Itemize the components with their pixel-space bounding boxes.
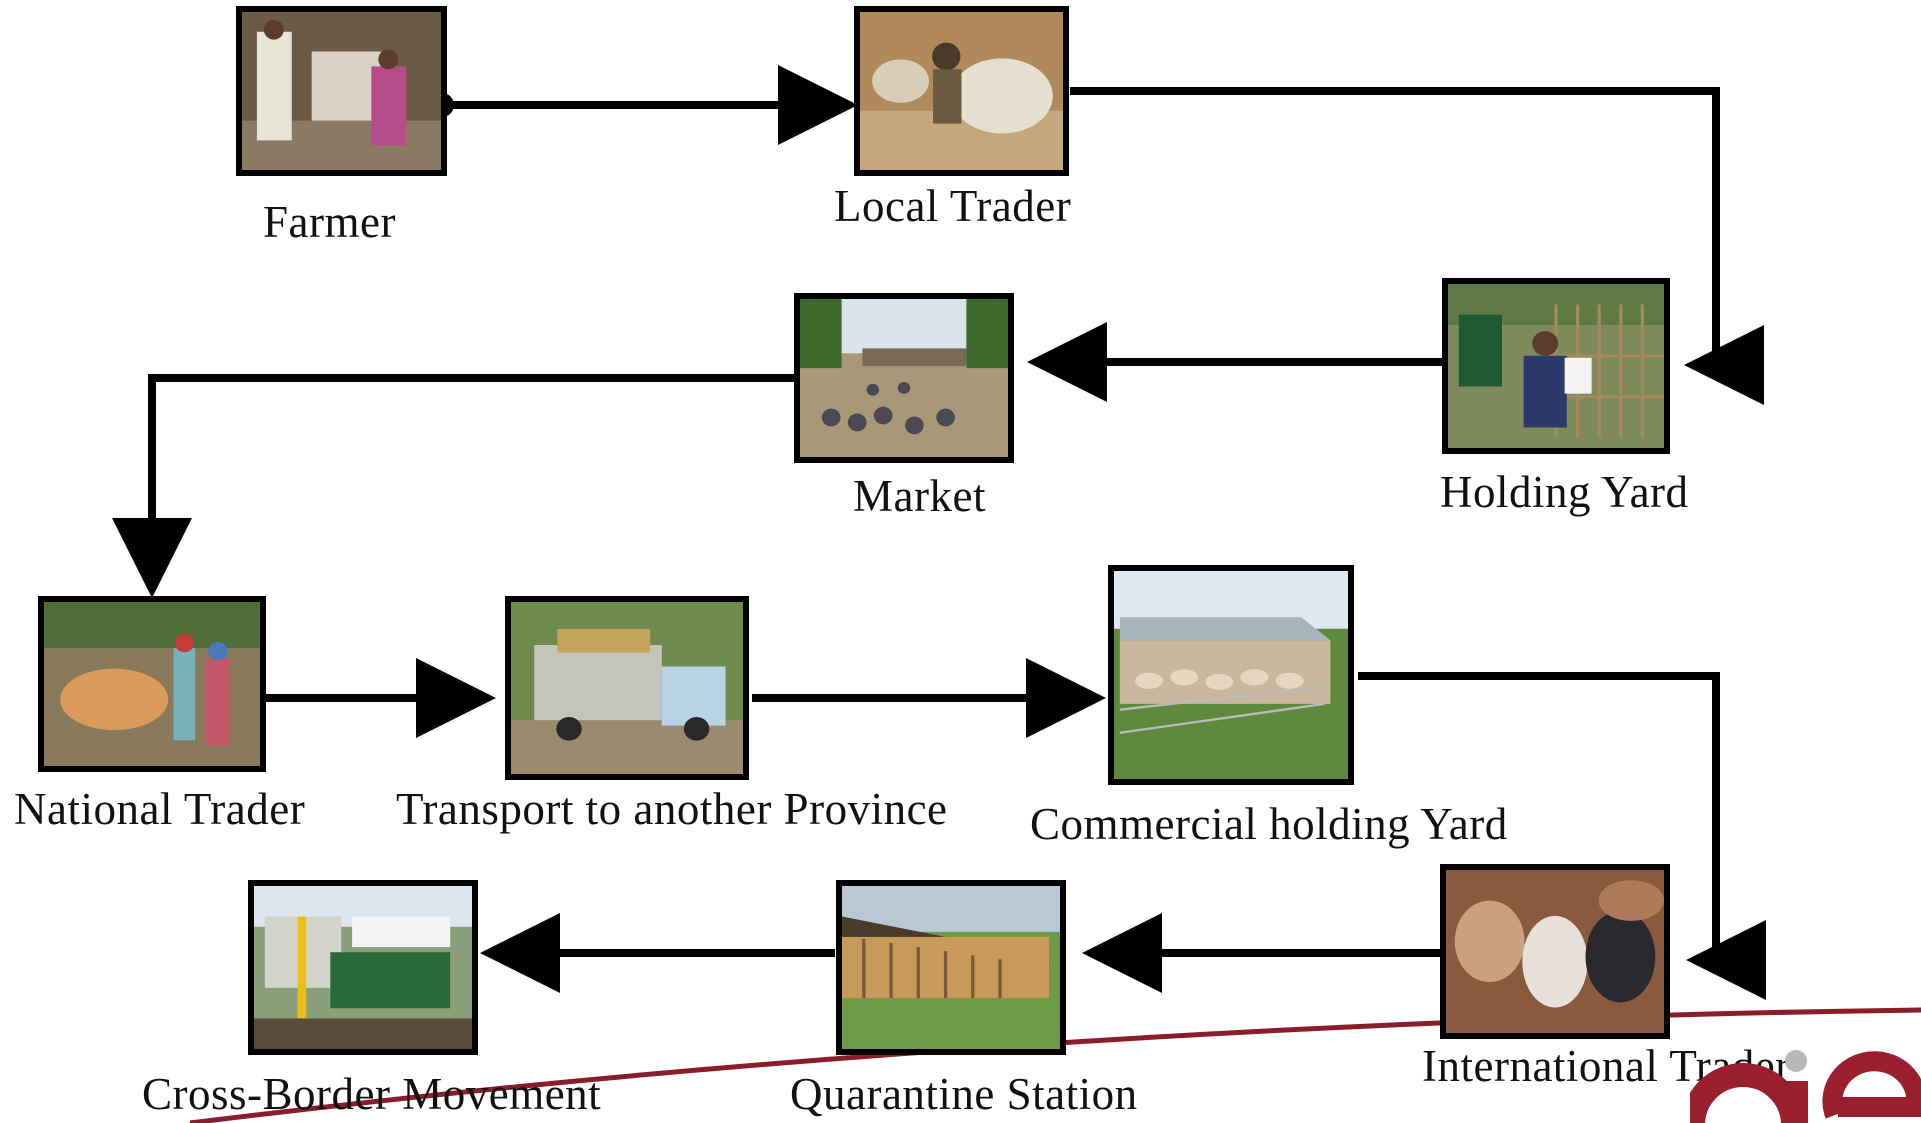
farmer-photo [236, 6, 447, 176]
arrow-market-to-national-trader [112, 374, 800, 598]
holding-yard-photo [1442, 278, 1670, 454]
transport-label: Transport to another Province [396, 784, 948, 834]
market-photo [794, 293, 1014, 463]
local-trader-label: Local Trader [834, 181, 1072, 231]
holding-yard-label: Holding Yard [1440, 467, 1689, 517]
commercial-yard-photo [1108, 565, 1354, 785]
cross-border-label: Cross-Border Movement [142, 1069, 602, 1119]
international-trader-photo [1440, 864, 1670, 1039]
market-label: Market [853, 471, 986, 521]
arrow-local-trader-to-holding-yard [1070, 87, 1764, 405]
national-trader-photo [38, 596, 266, 772]
transport-photo [505, 596, 749, 780]
arrow-commercial-yard-to-international-trader [1358, 672, 1766, 1000]
quarantine-label: Quarantine Station [790, 1069, 1138, 1119]
cross-border-photo [248, 880, 478, 1055]
national-trader-label: National Trader [14, 784, 306, 834]
oie-logo [1690, 1050, 1921, 1123]
quarantine-photo [836, 880, 1066, 1055]
commercial-yard-label: Commercial holding Yard [1030, 799, 1508, 849]
farmer-label: Farmer [263, 197, 396, 247]
local-trader-photo [854, 6, 1069, 176]
